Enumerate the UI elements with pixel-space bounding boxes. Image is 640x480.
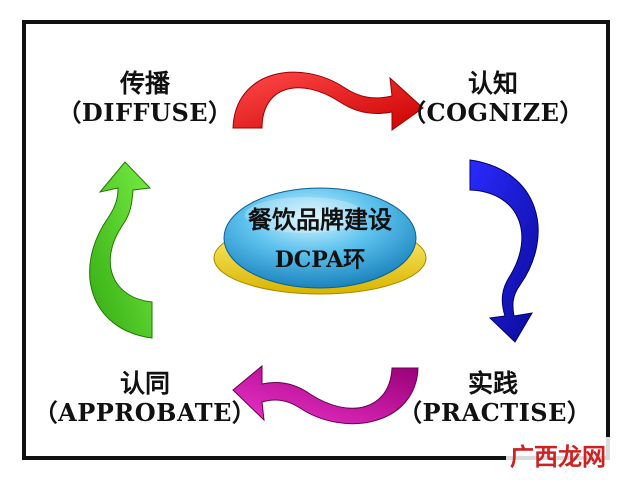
stage-cognize-zh: 认知 [467, 69, 518, 98]
stage-diffuse-zh: 传播 [119, 69, 170, 98]
stage-practise-en: （PRACTISE） [398, 397, 592, 427]
stage-cognize: 认知 （COGNIZE） [398, 69, 588, 127]
center-dome [223, 187, 417, 289]
center-subtitle: DCPA环 [274, 247, 366, 273]
stage-diffuse: 传播 （DIFFUSE） [55, 69, 235, 127]
stage-approbate-en: （APPROBATE） [33, 397, 257, 427]
dome-highlight [245, 197, 365, 233]
center-title: 餐饮品牌建设 [248, 206, 392, 234]
arrow-bottom-magenta [232, 364, 419, 425]
arrow-left-green [89, 161, 153, 339]
stage-diffuse-en: （DIFFUSE） [57, 97, 233, 127]
arrow-top-red [232, 71, 424, 131]
stage-practise: 实践 （PRACTISE） [398, 369, 592, 427]
watermark-text: 广西龙网 [506, 437, 610, 472]
stage-approbate-zh: 认同 [119, 369, 170, 398]
stage-cognize-en: （COGNIZE） [402, 97, 584, 127]
stage-practise-zh: 实践 [467, 369, 518, 398]
arrow-right-blue [469, 159, 539, 343]
stage-approbate: 认同 （APPROBATE） [30, 369, 260, 427]
